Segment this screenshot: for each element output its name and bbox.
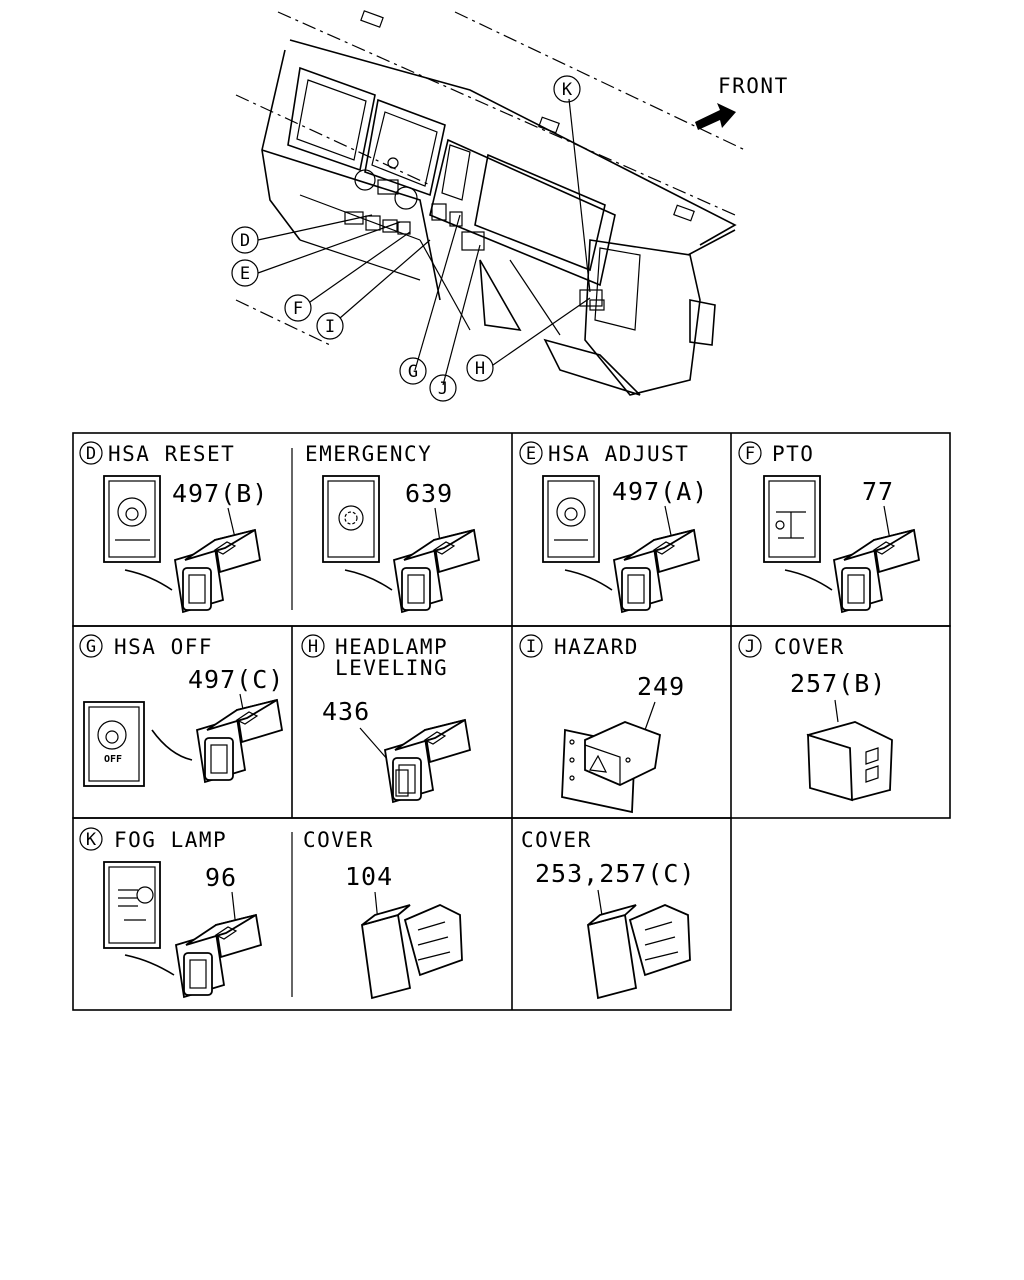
cell-hsa-reset: D HSA RESET 497(B) [79, 441, 268, 613]
cell-cover-253: COVER 253,257(C) [521, 828, 696, 1000]
front-label: FRONT [718, 74, 789, 98]
svg-text:E: E [526, 444, 536, 464]
svg-text:LEVELING: LEVELING [335, 656, 448, 680]
svg-text:EMERGENCY: EMERGENCY [305, 442, 432, 466]
svg-text:G: G [408, 362, 418, 382]
svg-text:HEADLAMP: HEADLAMP [335, 635, 448, 659]
cell-hazard: I HAZARD 249 [519, 634, 685, 814]
svg-text:497(A): 497(A) [612, 477, 708, 506]
cell-cover-104: COVER 104 [303, 828, 463, 1000]
svg-text:D: D [86, 444, 96, 464]
parts-grid [72, 432, 951, 1011]
dashboard-illustration [235, 10, 746, 396]
svg-text:D: D [240, 231, 250, 251]
svg-text:F: F [745, 444, 755, 464]
svg-text:HSA RESET: HSA RESET [108, 442, 235, 466]
svg-text:G: G [86, 637, 96, 657]
callout-j: J [429, 374, 457, 402]
svg-text:H: H [475, 359, 485, 379]
svg-text:F: F [293, 299, 303, 319]
svg-text:436: 436 [322, 697, 370, 726]
cell-emergency: EMERGENCY 639 [305, 442, 480, 613]
svg-text:249: 249 [637, 672, 685, 701]
svg-text:96: 96 [205, 863, 237, 892]
svg-text:K: K [86, 830, 97, 850]
svg-text:I: I [325, 317, 335, 337]
svg-text:497(C): 497(C) [188, 665, 284, 694]
svg-text:HSA OFF: HSA OFF [114, 635, 213, 659]
svg-text:HSA ADJUST: HSA ADJUST [548, 442, 689, 466]
callout-d: D [231, 226, 259, 254]
callout-f: F [284, 294, 312, 322]
cell-hsa-adjust: E HSA ADJUST 497(A) [519, 441, 708, 613]
svg-text:PTO: PTO [772, 442, 814, 466]
svg-text:104: 104 [345, 862, 393, 891]
svg-text:H: H [308, 637, 318, 657]
svg-text:497(B): 497(B) [172, 479, 268, 508]
svg-text:COVER: COVER [521, 828, 592, 852]
svg-text:COVER: COVER [303, 828, 374, 852]
cell-headlamp-leveling: H HEADLAMP LEVELING 436 [301, 634, 471, 803]
callout-e: E [231, 259, 259, 287]
callout-g: G [399, 357, 427, 385]
cell-pto: F PTO 77 [738, 441, 920, 613]
svg-text:J: J [438, 379, 448, 399]
svg-text:FOG LAMP: FOG LAMP [114, 828, 227, 852]
cell-hsa-off: G HSA OFF 497(C) OFF [79, 634, 284, 787]
svg-text:639: 639 [405, 479, 453, 508]
cell-fog-lamp: K FOG LAMP 96 [79, 827, 262, 998]
svg-text:COVER: COVER [774, 635, 845, 659]
svg-text:OFF: OFF [104, 754, 122, 765]
callout-i: I [316, 312, 344, 340]
svg-text:77: 77 [862, 477, 894, 506]
svg-text:253,257(C): 253,257(C) [535, 859, 696, 888]
callout-h: H [466, 354, 494, 382]
svg-text:I: I [526, 637, 536, 657]
svg-text:E: E [240, 264, 250, 284]
svg-text:J: J [745, 637, 755, 657]
svg-text:HAZARD: HAZARD [554, 635, 639, 659]
callout-leaders [257, 98, 591, 386]
svg-text:K: K [562, 80, 573, 100]
front-arrow-icon [695, 103, 736, 130]
cell-cover-j: J COVER 257(B) [738, 634, 893, 802]
svg-text:257(B): 257(B) [790, 669, 886, 698]
callout-k: K [553, 75, 581, 103]
